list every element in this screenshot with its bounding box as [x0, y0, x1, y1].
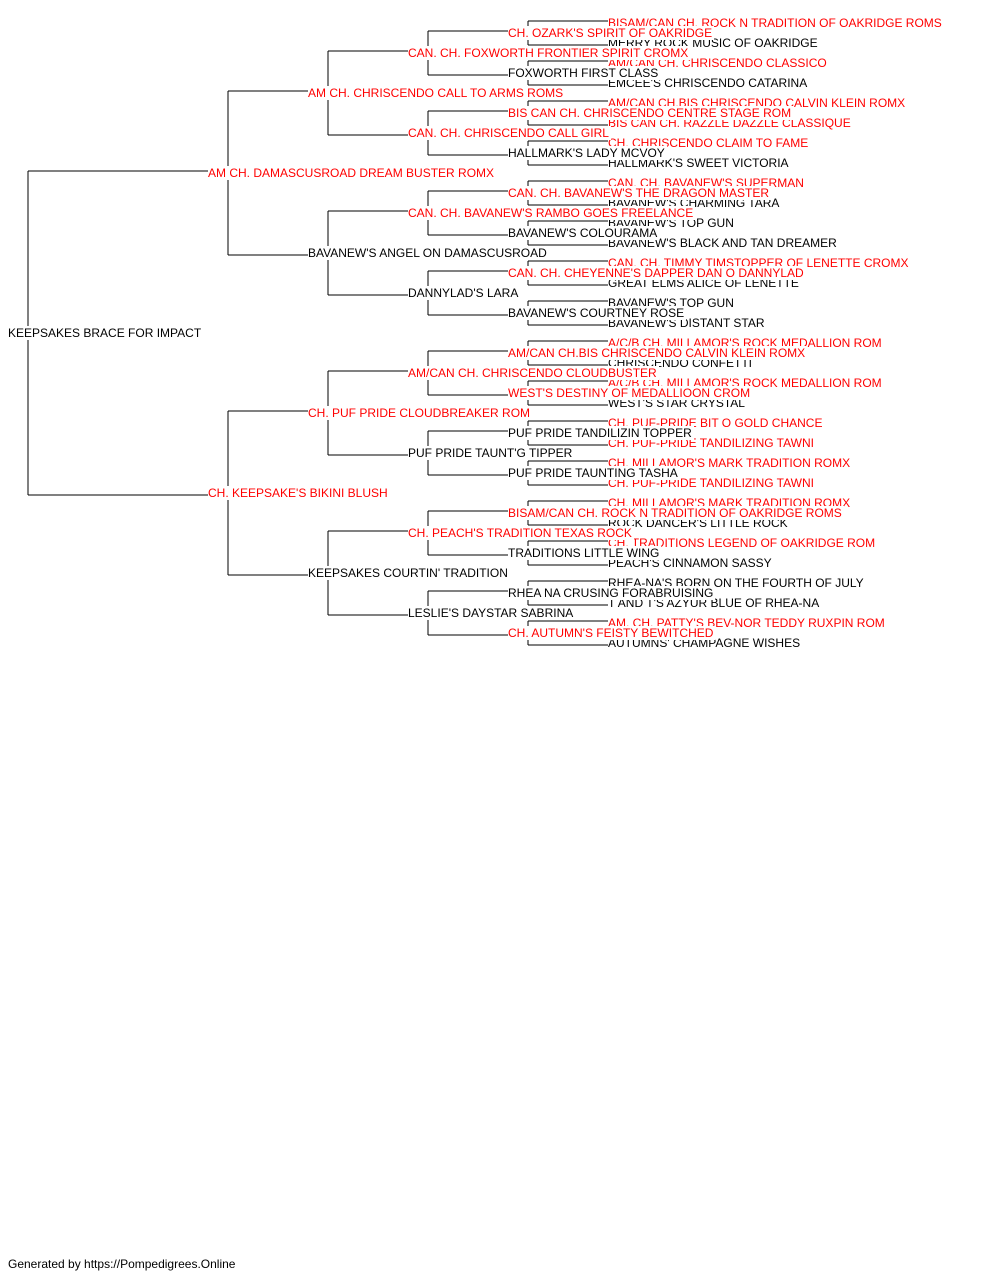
ancestor-name: PUF PRIDE TAUNT'G TIPPER: [408, 446, 575, 460]
generated-by-footer: Generated by https://Pompedigrees.Online: [8, 1257, 236, 1271]
ancestor-name: CAN. CH. FOXWORTH FRONTIER SPIRIT CROMX: [408, 46, 691, 60]
ancestor-name: RHEA NA CRUSING FORABRUISING: [508, 586, 716, 600]
ancestor-name: BAVANEW'S ANGEL ON DAMASCUSROAD: [308, 246, 549, 260]
ancestor-name: CH. PUF PRIDE CLOUDBREAKER ROM: [308, 406, 533, 420]
ancestor-name: BIS CAN CH. CHRISCENDO CENTRE STAGE ROM: [508, 106, 794, 120]
ancestor-name: LESLIE'S DAYSTAR SABRINA: [408, 606, 576, 620]
subject-dog-name: KEEPSAKES BRACE FOR IMPACT: [8, 326, 204, 340]
ancestor-name: WEST'S DESTINY OF MEDALLIOON CROM: [508, 386, 753, 400]
ancestor-name: KEEPSAKES COURTIN' TRADITION: [308, 566, 510, 580]
ancestor-name: PUF PRIDE TANDILIZIN TOPPER: [508, 426, 694, 440]
ancestor-name: CH. OZARK'S SPIRIT OF OAKRIDGE: [508, 26, 715, 40]
ancestor-name: BAVANEW'S BLACK AND TAN DREAMER: [608, 236, 839, 250]
ancestor-name: BAVANEW'S COLOURAMA: [508, 226, 660, 240]
ancestor-name: CAN. CH. CHEYENNE'S DAPPER DAN O DANNYLA…: [508, 266, 806, 280]
ancestor-name: AM/CAN CH. CHRISCENDO CLOUDBUSTER: [408, 366, 659, 380]
ancestor-name: AM CH. DAMASCUSROAD DREAM BUSTER ROMX: [208, 166, 497, 180]
ancestor-name: TRADITIONS LITTLE WING: [508, 546, 662, 560]
ancestor-name: AM/CAN CH.BIS CHRISCENDO CALVIN KLEIN RO…: [508, 346, 808, 360]
ancestor-name: CH. PEACH'S TRADITION TEXAS ROCK: [408, 526, 634, 540]
ancestor-name: CH. TRADITIONS LEGEND OF OAKRIDGE ROM: [608, 536, 878, 550]
ancestor-name: HALLMARK'S LADY MCVOY: [508, 146, 667, 160]
ancestor-name: BAVANEW'S COURTNEY ROSE: [508, 306, 687, 320]
ancestor-name: CAN. CH. BAVANEW'S THE DRAGON MASTER: [508, 186, 771, 200]
ancestor-name: DANNYLAD'S LARA: [408, 286, 521, 300]
ancestor-name: PUF PRIDE TAUNTING TASHA: [508, 466, 680, 480]
ancestor-name: CH. AUTUMN'S FEISTY BEWITCHED: [508, 626, 716, 640]
ancestor-name: AM CH. CHRISCENDO CALL TO ARMS ROMS: [308, 86, 566, 100]
ancestor-name: BISAM/CAN CH. ROCK N TRADITION OF OAKRID…: [508, 506, 844, 520]
ancestor-name: CH. KEEPSAKE'S BIKINI BLUSH: [208, 486, 390, 500]
ancestor-name: CAN. CH. CHRISCENDO CALL GIRL: [408, 126, 611, 140]
ancestor-name: FOXWORTH FIRST CLASS: [508, 66, 661, 80]
ancestor-name: CAN. CH. BAVANEW'S RAMBO GOES FREELANCE: [408, 206, 696, 220]
